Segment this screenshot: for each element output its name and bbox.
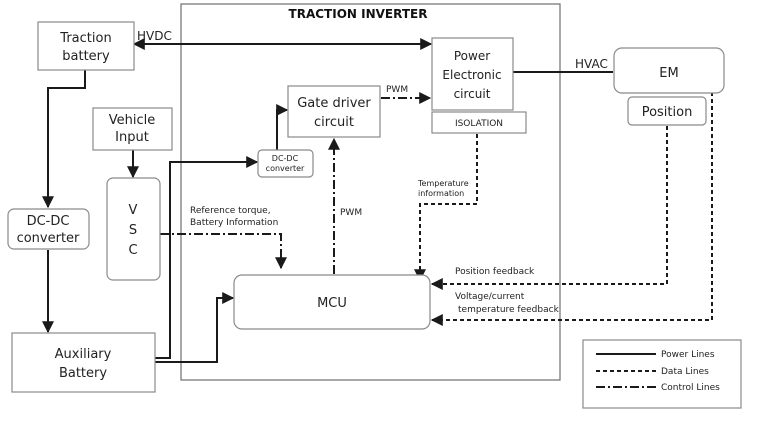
svg-text:EM: EM xyxy=(659,66,678,81)
svg-text:converter: converter xyxy=(17,231,80,246)
gate-driver-block: Gate driver circuit xyxy=(287,85,381,138)
legend-control-label: Control Lines xyxy=(661,383,720,393)
svg-text:Gate driver: Gate driver xyxy=(297,96,371,111)
em-block: EM xyxy=(613,47,725,94)
svg-text:DC-DC: DC-DC xyxy=(27,214,70,229)
traction-battery-block: Traction battery xyxy=(37,21,135,71)
legend: Power Lines Data Lines Control Lines xyxy=(582,339,742,409)
svg-text:ISOLATION: ISOLATION xyxy=(455,119,503,129)
auxiliary-battery-block: Auxiliary Battery xyxy=(11,332,156,393)
aux-to-mcu-line xyxy=(155,292,235,363)
svg-text:Electronic: Electronic xyxy=(442,68,501,82)
position-feedback-label: Position feedback xyxy=(455,267,535,277)
small-dcdc-to-gate-line xyxy=(276,104,289,152)
svg-text:battery: battery xyxy=(62,49,110,64)
small-dcdc-converter-block: DC-DC converter xyxy=(257,149,314,178)
legend-data-label: Data Lines xyxy=(661,367,709,377)
traction-inverter-title: TRACTION INVERTER xyxy=(289,7,428,21)
svg-text:Input: Input xyxy=(115,130,149,145)
temperature-data-line xyxy=(414,134,478,282)
isolation-block: ISOLATION xyxy=(431,111,527,134)
pwm-vertical-label: PWM xyxy=(340,208,362,218)
reference-label-line1: Reference torque, xyxy=(190,206,271,216)
power-electronic-block: Power Electronic circuit xyxy=(431,37,514,111)
hvac-label: HVAC xyxy=(575,57,608,71)
svg-text:Position: Position xyxy=(642,105,693,120)
vc-feedback-line xyxy=(430,92,713,326)
mcu-block: MCU xyxy=(233,274,431,330)
pwm-top-label: PWM xyxy=(386,85,408,95)
legend-power-label: Power Lines xyxy=(661,350,715,360)
vc-feedback-label-line1: Voltage/current xyxy=(455,292,525,302)
dcdc-converter-block: DC-DC converter xyxy=(7,208,90,250)
svg-text:circuit: circuit xyxy=(454,87,491,101)
svg-text:DC-DC: DC-DC xyxy=(272,154,299,163)
vsc-block: V S C xyxy=(106,177,161,281)
traction-inverter-frame xyxy=(180,3,561,381)
svg-text:converter: converter xyxy=(266,164,305,173)
temperature-label-line2: information xyxy=(418,189,464,198)
vc-feedback-label-line2: temperature feedback xyxy=(458,305,560,315)
svg-text:MCU: MCU xyxy=(317,296,347,311)
svg-text:Vehicle: Vehicle xyxy=(109,113,156,128)
svg-text:C: C xyxy=(128,243,137,258)
vehicle-input-block: Vehicle Input xyxy=(92,107,173,151)
svg-text:S: S xyxy=(129,223,137,238)
vsc-to-mcu-line xyxy=(160,233,287,270)
svg-text:Auxiliary: Auxiliary xyxy=(55,347,112,362)
position-block: Position xyxy=(627,96,707,126)
battery-to-dcdc-line xyxy=(42,70,86,209)
svg-text:Power: Power xyxy=(454,49,490,63)
reference-label-line2: Battery Information xyxy=(190,218,278,228)
position-feedback-line xyxy=(430,126,668,290)
svg-text:V: V xyxy=(129,203,138,218)
aux-to-small-dcdc-line xyxy=(155,156,259,359)
svg-text:Traction: Traction xyxy=(59,31,111,46)
svg-text:circuit: circuit xyxy=(314,115,354,130)
svg-text:Battery: Battery xyxy=(59,366,107,381)
hvdc-label: HVDC xyxy=(137,29,172,43)
temperature-label-line1: Temperature xyxy=(417,179,469,188)
